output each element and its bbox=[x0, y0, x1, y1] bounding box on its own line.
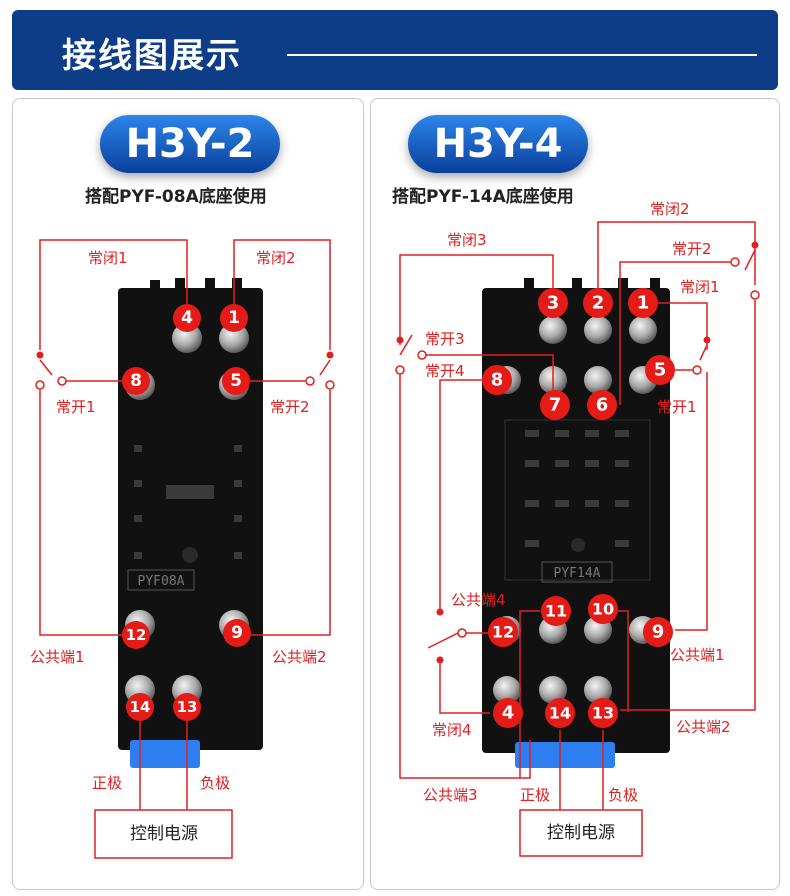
left-label-nc2: 常闭2 bbox=[256, 249, 296, 267]
right-label-no3: 常开3 bbox=[425, 330, 465, 348]
right-terminal-6: 6 bbox=[596, 395, 609, 416]
left-label-no1: 常开1 bbox=[56, 398, 96, 416]
right-socket: PYF14A bbox=[482, 278, 670, 768]
right-label-com2: 公共端2 bbox=[676, 718, 731, 736]
right-label-nc3: 常闭3 bbox=[447, 231, 487, 249]
right-label-negative: 负极 bbox=[608, 786, 638, 804]
left-terminal-5: 5 bbox=[230, 371, 242, 391]
left-label-nc1: 常闭1 bbox=[88, 249, 128, 267]
right-terminal-11: 11 bbox=[545, 602, 567, 621]
right-terminal-badges: 3 2 1 8 7 6 5 11 10 12 9 4 14 13 bbox=[482, 288, 675, 728]
right-terminal-9: 9 bbox=[652, 622, 665, 643]
header-banner: 接线图展示 bbox=[12, 10, 778, 90]
right-label-com3: 公共端3 bbox=[423, 786, 478, 804]
right-label-com1: 公共端1 bbox=[670, 646, 725, 664]
left-terminal-12: 12 bbox=[126, 626, 147, 644]
right-label-com4: 公共端4 bbox=[451, 591, 506, 609]
right-label-nc2: 常闭2 bbox=[650, 200, 690, 218]
left-wiring bbox=[39, 239, 331, 810]
right-terminal-14: 14 bbox=[549, 704, 571, 723]
right-label-positive: 正极 bbox=[520, 786, 550, 804]
right-terminal-7: 7 bbox=[549, 395, 562, 416]
right-terminal-8: 8 bbox=[491, 370, 504, 391]
right-terminal-3: 3 bbox=[547, 293, 560, 314]
right-terminal-12: 12 bbox=[492, 623, 514, 642]
right-terminal-1: 1 bbox=[637, 293, 650, 314]
left-base-marking: PYF08A bbox=[138, 574, 185, 589]
left-terminal-13: 13 bbox=[177, 698, 198, 716]
right-power-label: 控制电源 bbox=[547, 823, 615, 843]
right-terminal-10: 10 bbox=[592, 600, 614, 619]
left-label-negative: 负极 bbox=[200, 774, 230, 792]
right-label-nc1: 常闭1 bbox=[680, 278, 720, 296]
right-terminal-5: 5 bbox=[654, 360, 667, 381]
left-terminal-14: 14 bbox=[130, 698, 151, 716]
right-label-no1: 常开1 bbox=[657, 398, 697, 416]
left-label-com1: 公共端1 bbox=[30, 648, 85, 666]
title-underline bbox=[287, 54, 757, 56]
subtitle-left: 搭配PYF-08A底座使用 bbox=[85, 187, 267, 207]
left-terminal-badges: 4 1 8 5 12 9 14 13 bbox=[122, 304, 251, 721]
right-power-box bbox=[519, 809, 643, 857]
left-terminal-8: 8 bbox=[130, 371, 142, 391]
left-terminal-4: 4 bbox=[181, 308, 193, 328]
page-title: 接线图展示 bbox=[62, 36, 242, 76]
left-power-label: 控制电源 bbox=[130, 824, 198, 844]
right-label-no4: 常开4 bbox=[425, 362, 465, 380]
model-title-h3y-2: H3Y-2 bbox=[100, 115, 280, 173]
left-power-box bbox=[94, 809, 233, 859]
right-wiring bbox=[399, 221, 756, 810]
left-terminal-9: 9 bbox=[231, 623, 243, 643]
left-terminal-1: 1 bbox=[228, 308, 240, 328]
subtitle-right: 搭配PYF-14A底座使用 bbox=[392, 187, 574, 207]
left-label-com2: 公共端2 bbox=[272, 648, 327, 666]
right-label-nc4: 常闭4 bbox=[432, 721, 472, 739]
left-label-no2: 常开2 bbox=[270, 398, 310, 416]
right-terminal-4: 4 bbox=[502, 703, 515, 724]
right-base-marking: PYF14A bbox=[554, 566, 601, 581]
model-title-h3y-4: H3Y-4 bbox=[408, 115, 588, 173]
right-terminal-13: 13 bbox=[592, 704, 614, 723]
left-label-positive: 正极 bbox=[92, 774, 122, 792]
right-terminal-2: 2 bbox=[592, 293, 605, 314]
right-label-no2: 常开2 bbox=[672, 240, 712, 258]
